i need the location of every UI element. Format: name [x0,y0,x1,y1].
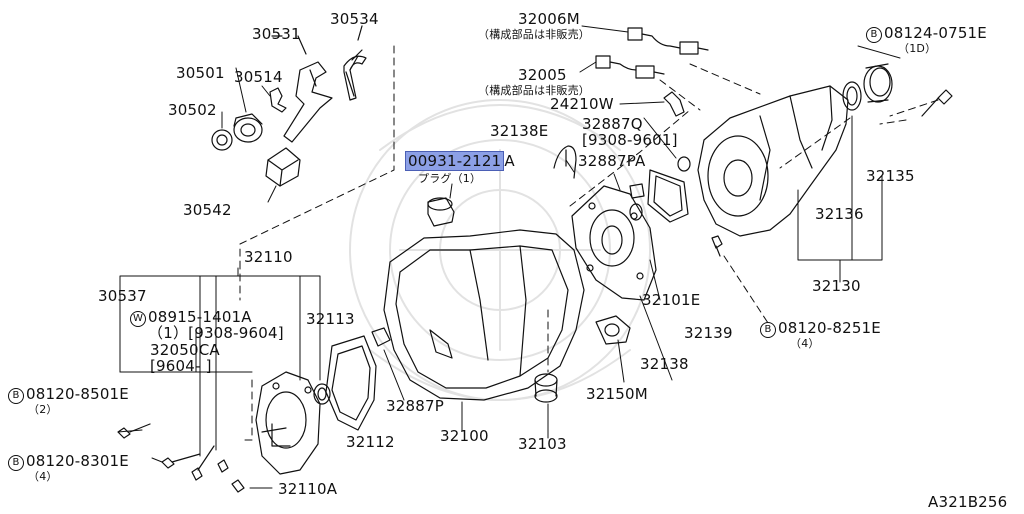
highlighted-part-number: 00931-2121 [405,151,505,171]
part-qty-08120-8301: （4） [28,470,58,483]
part-number-08120-8501: 08120-8501E [26,385,129,403]
part-number-08124: 08124-0751E [884,24,987,42]
bolt-b-symbol: B [8,455,24,471]
part-label-32887pa[interactable]: 32887PA [578,152,646,170]
sensor-32006m-drawing [627,27,709,55]
plug-00931-drawing [427,197,455,227]
bolt-b-symbol: B [760,322,776,338]
part-date-32050ca: [9604- ] [150,357,212,375]
seal-32136-drawing [842,81,862,111]
tube-32138e-drawing [553,145,577,179]
part-label-32006m[interactable]: 32006M [518,10,580,28]
plug-32887p-drawing [371,327,391,347]
part-label-32136[interactable]: 32136 [815,205,864,223]
part-label-32050ca[interactable]: 32050CA [150,341,220,359]
gasket-32112-drawing [325,335,377,431]
part-suffix-00931: A [504,152,515,170]
bearing-30501-drawing [233,113,263,143]
part-label-32139[interactable]: 32139 [684,324,733,342]
part-label-32150m[interactable]: 32150M [586,385,648,403]
leader-lines [117,25,939,489]
part-qty-08120-8251: （4） [790,337,820,350]
part-label-32110a[interactable]: 32110A [278,480,338,498]
part-label-32110[interactable]: 32110 [244,248,293,266]
bush-32135-drawing [863,63,893,103]
part-label-32103[interactable]: 32103 [518,435,567,453]
part-label-30501[interactable]: 30501 [176,64,225,82]
part-number-08120-8251: 08120-8251E [778,319,881,337]
front-cover-32110-drawing [255,371,321,475]
clip-30514-drawing [269,87,287,113]
part-number-08915: 08915-1401A [148,308,252,326]
part-label-32138e[interactable]: 32138E [490,122,549,140]
part-label-32135[interactable]: 32135 [866,167,915,185]
bush-30542-drawing [265,147,301,187]
transmission-case-32100-drawing [383,229,585,401]
part-label-32112[interactable]: 32112 [346,433,395,451]
part-label-30537[interactable]: 30537 [98,287,147,305]
part-note-32005: （構成部品は非販売） [478,84,590,97]
bolts-front-drawing [117,423,245,493]
part-label-32101e[interactable]: 32101E [642,291,701,309]
sensor-32005-drawing [595,55,665,79]
part-label-32138[interactable]: 32138 [640,355,689,373]
seal-30502-drawing [211,129,233,151]
gear-24210w-drawing [663,91,685,117]
part-label-32887q[interactable]: 32887Q [582,115,643,133]
spring-30534-drawing [343,49,367,101]
part-label-32005[interactable]: 32005 [518,66,567,84]
part-label-30542[interactable]: 30542 [183,201,232,219]
seal-32113-drawing [313,383,331,405]
part-date-08915: （1）[9308-9604] [148,324,284,342]
part-label-30502[interactable]: 30502 [168,101,217,119]
part-label-24210w[interactable]: 24210W [550,95,614,113]
extension-housing-32130-drawing [697,85,849,237]
watermark-emblem [349,99,651,401]
diagram-code: A321B256 [928,493,1008,511]
bolt-b-symbol: B [866,27,882,43]
part-qty-08120-8501: （2） [28,403,58,416]
bolt-b-symbol: B [8,388,24,404]
mount-32150m-drawing [595,315,631,345]
part-label-32887p[interactable]: 32887P [386,397,444,415]
part-label-32130[interactable]: 32130 [812,277,861,295]
washer-w-symbol: W [130,311,146,327]
part-note-32006m: （構成部品は非販売） [478,28,590,41]
fork-30531-drawing [283,61,333,143]
part-label-32113[interactable]: 32113 [306,310,355,328]
adapter-plate-32101e-drawing [571,185,657,301]
part-label-32100[interactable]: 32100 [440,427,489,445]
gasket-32139-drawing [647,169,689,223]
part-date-32887q: [9308-9601] [582,131,678,149]
part-label-30514[interactable]: 30514 [234,68,283,86]
magnet-32103-drawing [534,373,558,403]
part-qty-08124: （1D） [898,42,937,55]
part-label-30534[interactable]: 30534 [330,10,379,28]
part-number-08120-8301: 08120-8301E [26,452,129,470]
bolt-08124-drawing [921,89,953,117]
bolt-08120-8251-drawing [711,235,723,257]
part-label-30531[interactable]: 30531 [252,25,301,43]
part-name-00931: プラグ（1） [418,172,482,185]
